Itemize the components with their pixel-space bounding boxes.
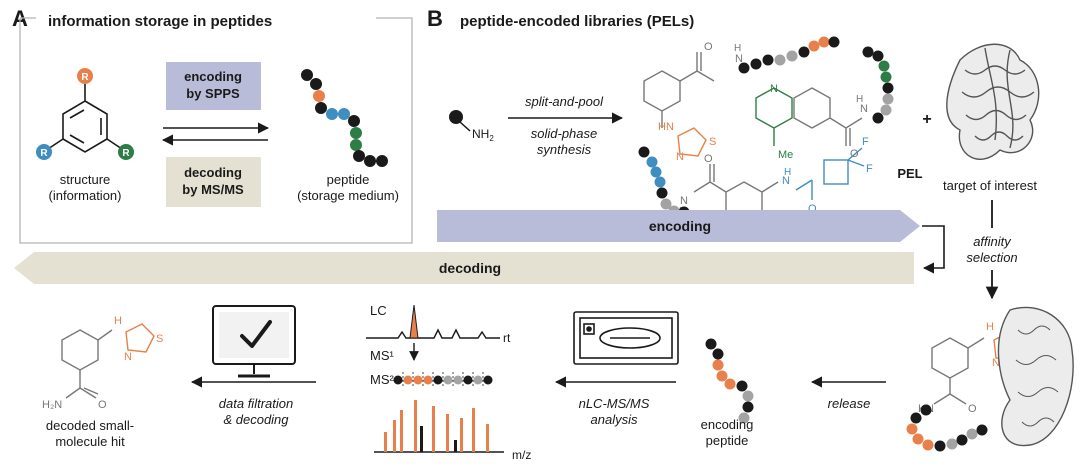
atom-label: N — [770, 83, 778, 95]
storage-peptide — [301, 69, 388, 167]
atom-label: N — [992, 357, 1000, 369]
pel-structure — [643, 52, 865, 223]
encoding-peptide-label: encoding — [701, 417, 754, 432]
encoding-flow-bar — [437, 210, 920, 242]
r-group-green — [118, 144, 134, 160]
atom-label: N — [735, 53, 743, 65]
atom-label: H — [734, 43, 741, 54]
panel-b-title: peptide-encoded libraries (PELs) — [460, 13, 694, 30]
panel-a: A information storage in peptides R R R … — [12, 6, 413, 244]
lc-label: LC — [370, 303, 387, 318]
atom-label: H — [784, 167, 791, 178]
atom-label: N — [680, 195, 688, 207]
mass-spectrometer-icon — [573, 311, 679, 365]
encoding-peptide — [705, 338, 754, 424]
resin-bead — [449, 110, 463, 124]
decoded-hit-label: decoded small- — [46, 418, 134, 433]
decoding-flow-bar — [14, 252, 914, 284]
decoding-msms-label: decoding — [184, 165, 242, 180]
pel-label: PEL — [897, 166, 922, 181]
decoded-hit-sublabel: molecule hit — [55, 434, 125, 449]
structure-label: structure — [60, 172, 111, 187]
mz-label: m/z — [512, 448, 531, 462]
data-filtration-label: data filtration — [219, 396, 293, 411]
panel-b: B peptide-encoded libraries (PELs) NH2 s… — [14, 6, 1074, 462]
atom-label: N — [124, 351, 132, 363]
atom-label: O — [98, 399, 107, 411]
peptide-label: peptide — [327, 172, 370, 187]
r-group-benzene — [47, 84, 123, 153]
ms2-fragment-beads — [393, 372, 493, 388]
bar-connector-arrow — [922, 225, 945, 274]
encoding-spps-box — [166, 62, 261, 110]
decoding-sublabel: & decoding — [223, 412, 289, 427]
release-label: release — [828, 396, 871, 411]
atom-label: O — [808, 203, 817, 215]
panel-a-frame — [19, 17, 413, 244]
decoding-flow-label: decoding — [439, 260, 501, 276]
atom-label: H₂N — [42, 399, 62, 411]
atom-label: F — [862, 136, 869, 148]
ms2-label: MS² — [370, 372, 395, 387]
lc-peak — [409, 304, 419, 339]
decoding-msms-box — [166, 157, 261, 207]
atom-label: O — [968, 403, 977, 415]
synthesis-label: synthesis — [537, 142, 592, 157]
atom-label: F — [866, 163, 873, 175]
r-label: R — [40, 148, 48, 159]
ms1-label: MS¹ — [370, 348, 395, 363]
target-protein — [946, 43, 1040, 160]
pel-bead-chains — [638, 36, 894, 218]
atom-label: O — [704, 41, 713, 53]
peptide-sublabel: (storage medium) — [297, 188, 399, 203]
selection-label: selection — [966, 250, 1017, 265]
encoding-spps-sublabel: by SPPS — [186, 86, 240, 101]
r-group-orange — [77, 68, 93, 84]
panel-a-title: information storage in peptides — [48, 13, 272, 30]
atom-label: S — [709, 136, 716, 148]
panel-b-letter: B — [427, 6, 443, 31]
encoding-flow-label: encoding — [649, 218, 711, 234]
atom-label: N — [782, 175, 790, 187]
decoded-hit-structure — [61, 323, 155, 399]
nlc-label: nLC-MS/MS — [579, 396, 650, 411]
split-and-pool-label: split-and-pool — [525, 94, 604, 109]
amine-label: NH2 — [472, 127, 494, 143]
plus-sign: + — [922, 111, 931, 128]
atom-label: H — [986, 321, 994, 333]
r-label: R — [122, 148, 130, 159]
analysis-label: analysis — [591, 412, 638, 427]
rt-label: rt — [503, 331, 511, 345]
r-group-blue — [36, 144, 52, 160]
target-label: target of interest — [943, 178, 1037, 193]
atom-label: H — [114, 315, 122, 327]
atom-label: S — [156, 333, 163, 345]
atom-label: N — [860, 103, 868, 115]
atom-label: O — [704, 153, 713, 165]
solid-phase-label: solid-phase — [531, 126, 598, 141]
atom-label: HN — [658, 121, 674, 133]
atom-label: N — [676, 151, 684, 163]
structure-sublabel: (information) — [49, 188, 122, 203]
r-label: R — [81, 72, 89, 83]
bound-complex: H S N O HN — [906, 306, 1074, 452]
affinity-label: affinity — [973, 234, 1012, 249]
atom-label: O — [850, 148, 859, 160]
atom-label: H — [856, 94, 863, 105]
encoding-spps-label: encoding — [184, 69, 242, 84]
lc-trace — [366, 328, 500, 339]
ms2-spectrum — [374, 400, 504, 453]
atom-label: Me — [778, 149, 793, 161]
monitor-check-icon — [212, 305, 296, 378]
decoding-msms-sublabel: by MS/MS — [182, 182, 244, 197]
encoding-peptide-sublabel: peptide — [706, 433, 749, 448]
